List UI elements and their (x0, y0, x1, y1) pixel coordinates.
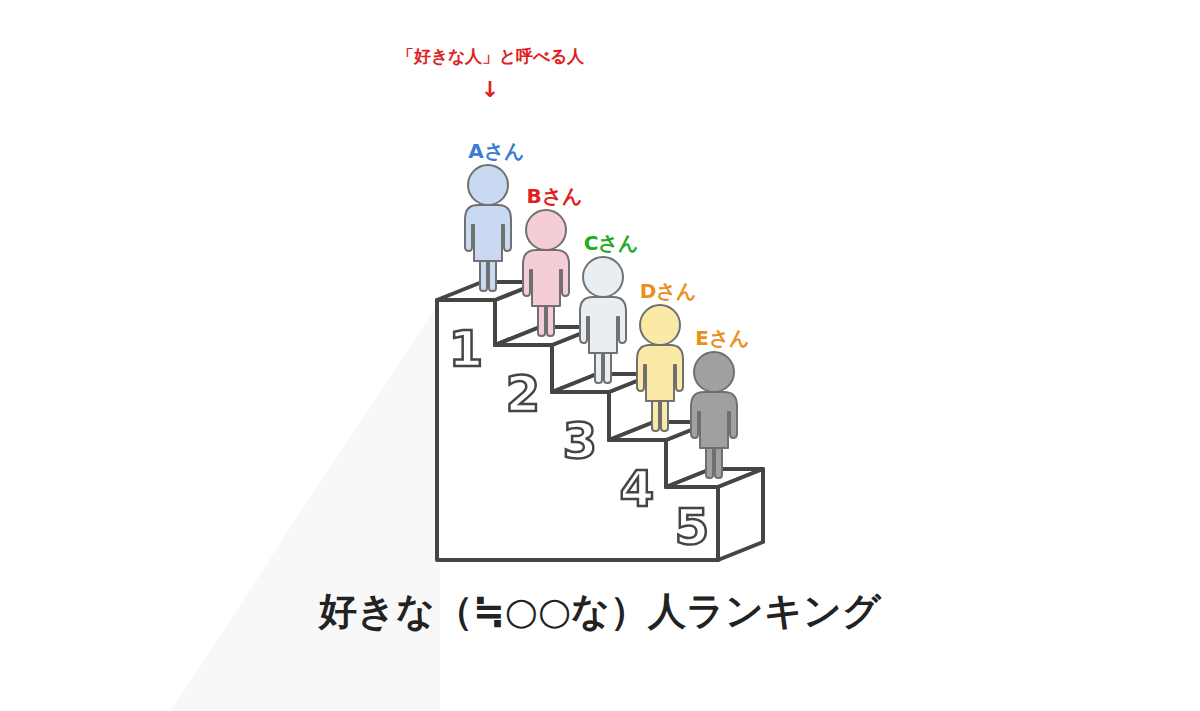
step-number: 4 (620, 461, 655, 519)
diagram-title: 好きな（≒○○な）人ランキング (319, 590, 881, 634)
person-name: Eさん (695, 327, 749, 350)
step-number: 5 (675, 499, 710, 557)
stair-front (437, 300, 718, 560)
person-figure (691, 352, 737, 478)
person-figure (580, 257, 626, 383)
person-name: Aさん (468, 140, 523, 163)
person-figure (465, 165, 511, 291)
step-number: 1 (449, 321, 484, 379)
person-name: Dさん (640, 280, 697, 303)
person-figure (523, 210, 569, 336)
person-figure (637, 305, 683, 431)
heading-note: 「好きな人」と呼べる人 (397, 47, 584, 67)
stair-side (718, 469, 763, 560)
background-shade (170, 300, 440, 711)
people (465, 165, 737, 478)
pointer-arrow: ↓ (481, 77, 499, 102)
step-number: 2 (506, 366, 541, 424)
person-name: Bさん (526, 185, 581, 208)
person-name: Cさん (584, 232, 639, 255)
step-number: 3 (563, 413, 598, 471)
